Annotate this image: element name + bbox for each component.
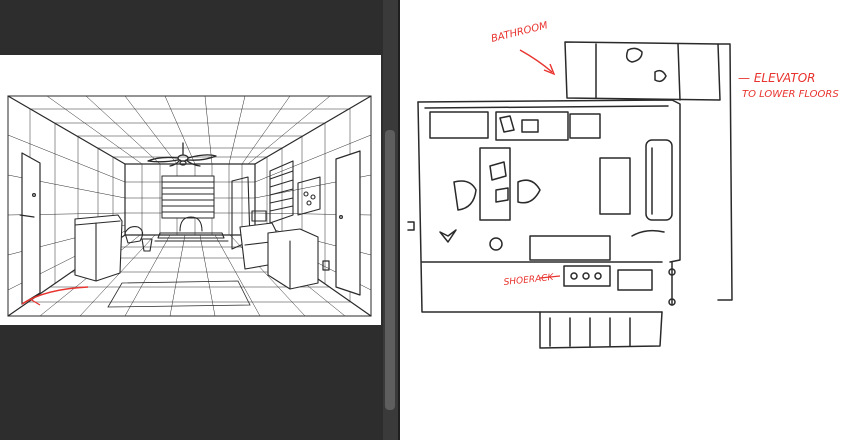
- bathroom-label: BATHROOM: [490, 20, 549, 45]
- pane-divider[interactable]: [398, 0, 400, 440]
- scrollbar-thumb[interactable]: [385, 130, 395, 410]
- elevator-label: — ELEVATOR: [738, 71, 816, 85]
- shoerack-label: SHOERACK: [503, 273, 555, 288]
- floorplan-drawing: BATHROOM — ELEVATOR TO LOWER FLOORS SHOE…: [407, 20, 839, 349]
- room-perspective-drawing: [7, 95, 372, 317]
- left-workspace-pane: [0, 0, 383, 440]
- red-annotations: BATHROOM — ELEVATOR TO LOWER FLOORS SHOE…: [490, 20, 839, 288]
- elevator-sublabel: TO LOWER FLOORS: [742, 89, 839, 100]
- floorplan-canvas: BATHROOM — ELEVATOR TO LOWER FLOORS SHOE…: [400, 0, 867, 440]
- perspective-sketch-canvas: [0, 55, 381, 325]
